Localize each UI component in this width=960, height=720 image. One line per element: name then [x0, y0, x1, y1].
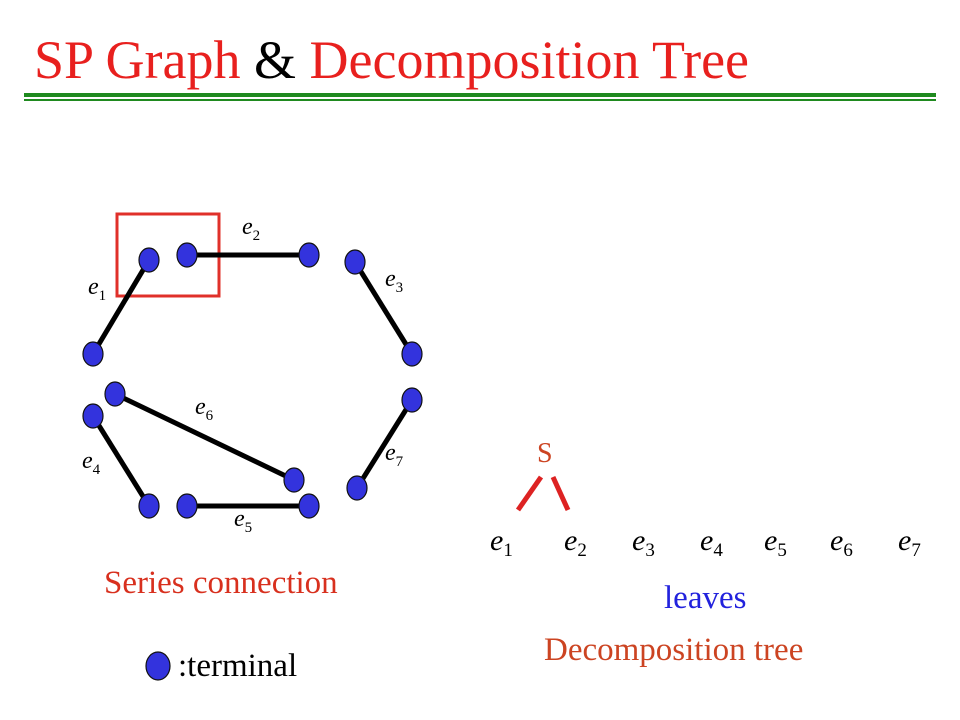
graph-caption: Series connection — [104, 565, 338, 601]
edge-label-e5: e5 — [234, 506, 252, 536]
tree-leaf-e1: e1 — [490, 524, 513, 561]
terminal-node — [104, 381, 126, 407]
edge-label-e1: e1 — [88, 274, 106, 304]
edge-e6 — [113, 391, 296, 483]
legend-terminal-icon — [145, 651, 171, 681]
title-rule-thin — [24, 99, 936, 101]
title-part-sp-graph: SP Graph — [34, 30, 241, 90]
legend-label: :terminal — [178, 648, 298, 684]
edge-e7 — [354, 398, 415, 490]
tree-root-label: S — [537, 438, 553, 469]
terminal-node — [82, 341, 104, 367]
tree-caption: Decomposition tree — [544, 632, 804, 668]
edge-e4 — [90, 414, 152, 508]
title-rule-thick — [24, 93, 936, 97]
leaves-caption: leaves — [664, 580, 747, 616]
terminal-node — [401, 341, 423, 367]
tree-leaf-e3: e3 — [632, 524, 655, 561]
title-part-decomposition-tree: Decomposition Tree — [309, 30, 750, 90]
terminal-node — [344, 249, 366, 275]
terminal-node — [346, 475, 368, 501]
terminal-node — [138, 247, 160, 273]
tree-leaf-e6: e6 — [830, 524, 853, 561]
page-title: SP Graph & Decomposition Tree — [34, 28, 749, 92]
terminal-node — [138, 493, 160, 519]
terminal-node — [298, 493, 320, 519]
edge-label-e2: e2 — [242, 214, 260, 244]
terminal-node — [176, 242, 198, 268]
tree-branch-right — [550, 475, 571, 512]
edge-e1 — [90, 258, 152, 356]
terminal-node — [176, 493, 198, 519]
tree-branch-left — [515, 475, 544, 512]
title-ampersand: & — [254, 30, 297, 90]
terminal-node — [82, 403, 104, 429]
terminal-node — [298, 242, 320, 268]
edge-label-e7: e7 — [385, 440, 404, 470]
tree-leaf-e4: e4 — [700, 524, 723, 561]
edge-label-e4: e4 — [82, 448, 101, 478]
edge-e3 — [352, 260, 415, 356]
terminal-node — [401, 387, 423, 413]
tree-leaf-e5: e5 — [764, 524, 787, 561]
tree-leaf-e7: e7 — [898, 524, 921, 561]
tree-leaf-e2: e2 — [564, 524, 587, 561]
edge-label-e3: e3 — [385, 266, 403, 296]
terminal-node — [283, 467, 305, 493]
edge-label-e6: e6 — [195, 394, 214, 424]
